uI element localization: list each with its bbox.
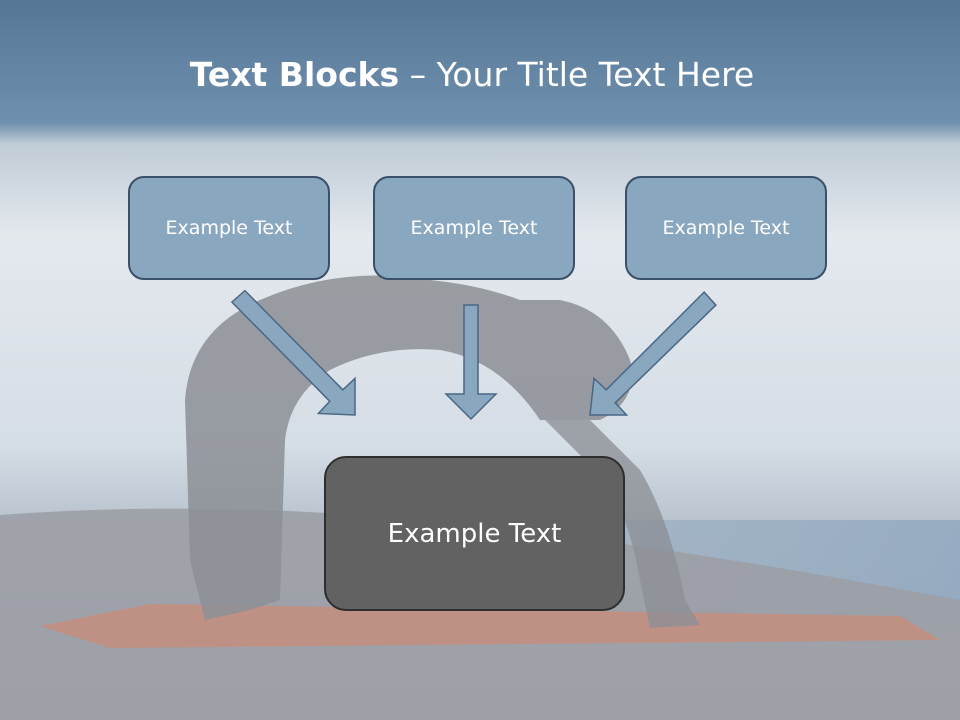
text-block-2: Example Text <box>373 176 575 280</box>
text-block-1: Example Text <box>128 176 330 280</box>
text-block-3: Example Text <box>625 176 827 280</box>
title-rest: Your Title Text Here <box>436 55 755 94</box>
arrow-center <box>444 304 498 421</box>
yoga-mat <box>40 604 940 648</box>
title-separator: – <box>399 55 437 94</box>
arrow-right <box>589 291 717 416</box>
title-bold: Text Blocks <box>189 55 400 94</box>
arrow-left <box>230 289 356 416</box>
slide-title: Text Blocks – Your Title Text Here <box>0 52 944 98</box>
center-text-block: Example Text <box>324 456 625 611</box>
